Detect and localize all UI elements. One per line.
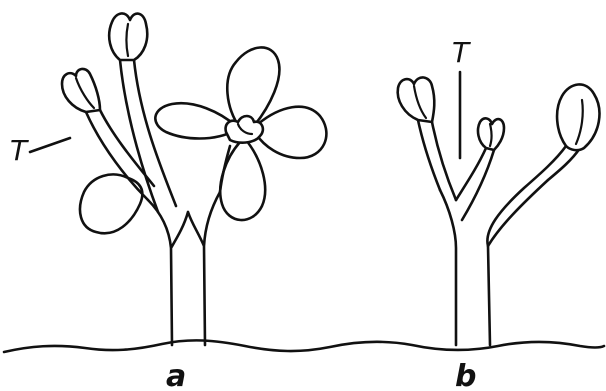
plant-b-right-bud <box>557 84 599 150</box>
plant-a-top-bud <box>109 13 147 60</box>
callout-b: T <box>452 36 471 158</box>
plant-b-stalk <box>440 180 548 345</box>
panel-label-a: a <box>166 359 186 391</box>
plant-b-left-bud <box>398 77 435 122</box>
panel-label-b: b <box>455 359 476 391</box>
plant-b-branch-right <box>487 146 580 246</box>
plant-b-branch-left <box>418 120 456 200</box>
callout-a-label: T <box>10 134 29 167</box>
callout-a: T <box>10 134 70 167</box>
plant-a-open-flower <box>155 47 326 220</box>
plant-b-middle-bud <box>478 118 504 150</box>
ground-line <box>4 340 604 352</box>
plant-a-left-bud <box>62 69 100 112</box>
plant-b-branch-middle <box>456 148 494 220</box>
callout-b-label: T <box>452 36 471 69</box>
plant-a <box>62 13 326 345</box>
plant-a-stalk <box>148 192 220 345</box>
plant-b <box>398 77 600 345</box>
callout-a-leader <box>30 138 70 152</box>
